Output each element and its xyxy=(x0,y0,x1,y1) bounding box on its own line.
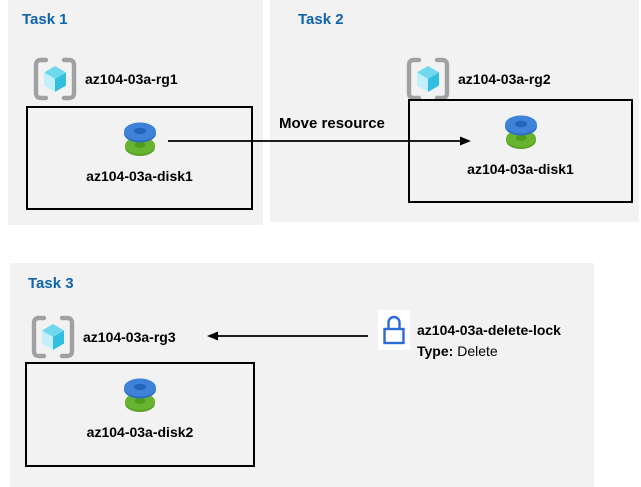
resource-group-icon xyxy=(406,57,450,101)
task1-resource-group-label: az104-03a-rg1 xyxy=(85,71,178,87)
lock-type-line: Type: Delete xyxy=(417,341,561,362)
disk-icon xyxy=(503,114,539,150)
lock-type-value: Delete xyxy=(457,343,498,359)
disk-icon xyxy=(122,121,158,157)
task2-disk-label: az104-03a-disk1 xyxy=(467,161,574,177)
move-resource-label: Move resource xyxy=(279,115,385,132)
task2-title: Task 2 xyxy=(298,11,344,28)
resource-group-icon xyxy=(33,57,77,101)
task2-resource-group-label: az104-03a-rg2 xyxy=(458,71,551,87)
task1-disk-label: az104-03a-disk1 xyxy=(86,168,193,184)
task3-resource-group-label: az104-03a-rg3 xyxy=(83,329,176,345)
task2-panel: Task 2 az104-03a-rg2 xyxy=(270,0,639,222)
task2-disk-box: az104-03a-disk1 xyxy=(408,99,633,203)
task2-resource-group: az104-03a-rg2 xyxy=(406,57,551,101)
task1-resource-group: az104-03a-rg1 xyxy=(33,57,178,101)
task3-disk-label: az104-03a-disk2 xyxy=(86,424,194,440)
lock-icon xyxy=(378,310,410,350)
lock-type-label: Type: xyxy=(417,343,454,359)
lock-name-label: az104-03a-delete-lock xyxy=(417,322,561,338)
delete-lock: az104-03a-delete-lock Type: Delete xyxy=(378,310,561,362)
disk-icon xyxy=(122,377,158,413)
task1-disk-box: az104-03a-disk1 xyxy=(26,106,253,210)
task3-resource-group: az104-03a-rg3 xyxy=(31,315,176,359)
task1-panel: Task 1 az104-03a-rg1 xyxy=(8,0,263,225)
task3-disk-box: az104-03a-disk2 xyxy=(25,362,255,467)
resource-group-icon xyxy=(31,315,75,359)
task1-title: Task 1 xyxy=(22,11,68,28)
task3-panel: Task 3 az104-03a-rg3 xyxy=(10,263,594,487)
task3-title: Task 3 xyxy=(28,275,74,292)
